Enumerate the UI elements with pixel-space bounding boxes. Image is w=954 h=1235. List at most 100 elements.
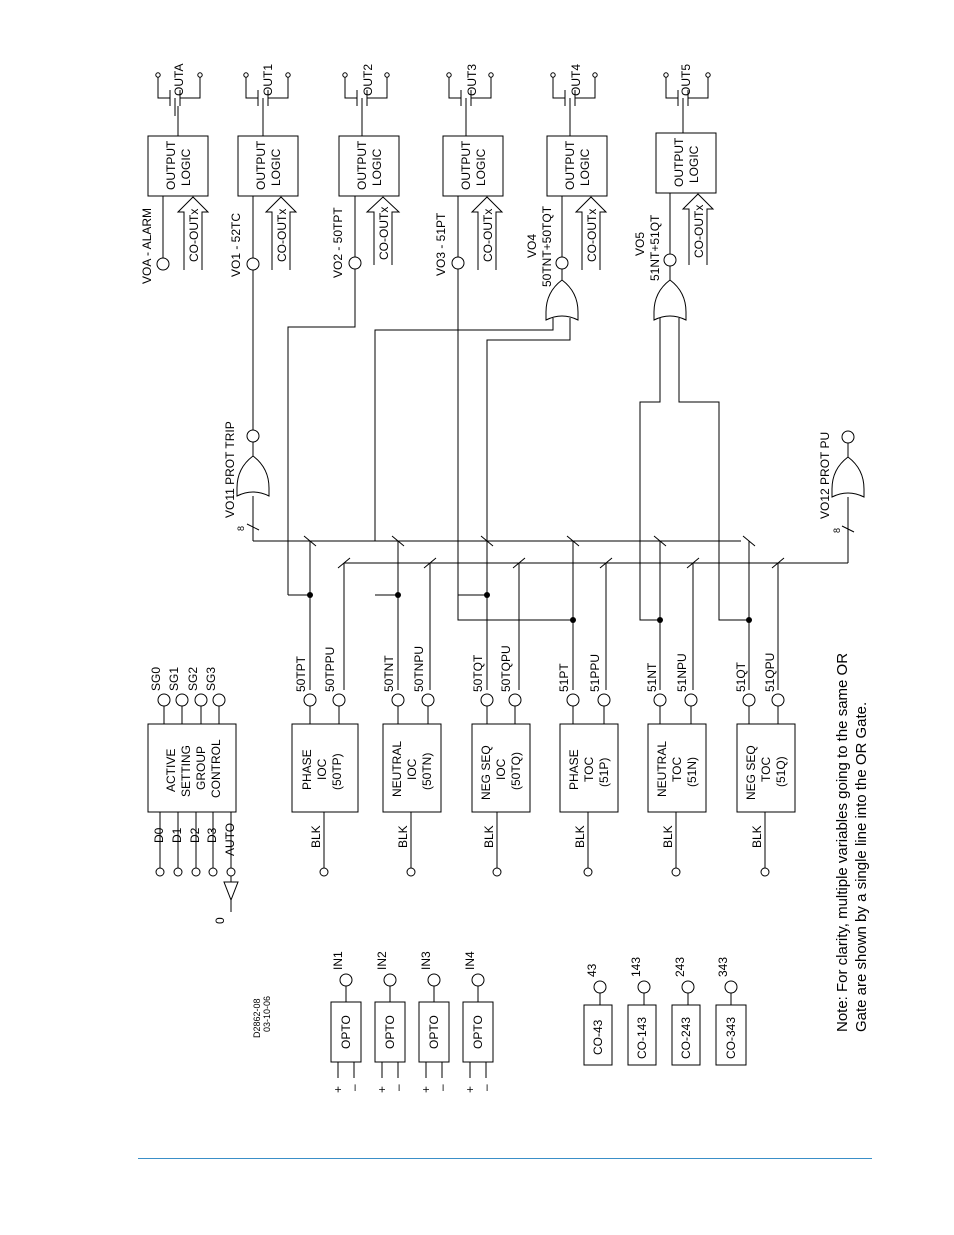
- contact-label: OUT5: [679, 64, 693, 96]
- svg-text:(51P): (51P): [597, 758, 611, 787]
- element-51q: NEG SEQ TOC (51Q) 51QT 51QPU BLK: [734, 653, 796, 877]
- svg-text:+: +: [375, 1086, 389, 1093]
- svg-text:PHASE: PHASE: [567, 749, 581, 790]
- svg-text:–: –: [479, 1084, 493, 1091]
- contact-out1: OUT1: [243, 64, 291, 136]
- svg-text:CO-243: CO-243: [679, 1017, 693, 1059]
- svg-text:LOGIC: LOGIC: [370, 148, 384, 186]
- pickup-label: 50TQPU: [499, 645, 513, 692]
- trip-label: 51NT: [645, 662, 659, 692]
- note-line-2: Gate are shown by a single line into the…: [853, 702, 870, 1032]
- override-out2: CO-OUTx: [365, 196, 401, 265]
- svg-text:–: –: [347, 1084, 361, 1091]
- note-line-1: Note: For clarity, multiple variables go…: [834, 653, 851, 1032]
- gate-label-vo12: VO12 PROT PU: [818, 432, 832, 519]
- switch-signal: 43: [585, 963, 599, 977]
- switch-signal: 143: [629, 957, 643, 977]
- svg-text:NEG SEQ: NEG SEQ: [744, 745, 758, 800]
- or-gate-vo11: 8 VO11 PROT TRIP: [223, 270, 270, 541]
- footer-rule: [138, 1158, 872, 1159]
- svg-text:TOC: TOC: [759, 757, 773, 782]
- signal-vo5: VO5: [633, 232, 647, 256]
- bus-width-vo12: 8: [832, 528, 842, 533]
- drawing-date: 03-10-06: [262, 996, 272, 1032]
- d0-label: D0: [152, 827, 166, 843]
- svg-text:OPTO: OPTO: [427, 1015, 441, 1049]
- switch-co-143: CO-143 143: [627, 957, 657, 1066]
- signal-vo5-expr: 51NT+51QT: [648, 214, 662, 281]
- setting-group-control: ACTIVE SETTING GROUP CONTROL SG0 SG1 SG2…: [147, 667, 239, 924]
- block-label: BLK: [750, 825, 764, 848]
- svg-text:NEG SEQ: NEG SEQ: [479, 745, 493, 800]
- pickup-label: 50TNPU: [412, 646, 426, 692]
- contact-out4: OUT4: [550, 64, 598, 136]
- output-logic-outa: OUTPUT LOGIC: [147, 135, 209, 197]
- element-50tn: NEUTRAL IOC (50TN) 50TNT 50TNPU BLK: [382, 646, 442, 877]
- svg-text:OUTPUT: OUTPUT: [672, 137, 686, 187]
- trip-label: 50TPT: [294, 655, 308, 692]
- svg-text:ACTIVE: ACTIVE: [164, 749, 178, 792]
- override-out4: CO-OUTx: [574, 196, 608, 270]
- contact-label: OUTA: [172, 64, 186, 96]
- trip-label: 50TQT: [471, 654, 485, 692]
- gate-label-vo11: VO11 PROT TRIP: [223, 421, 237, 518]
- svg-text:LOGIC: LOGIC: [687, 145, 701, 183]
- output-contacts: OUTA OUT1 OUT2: [155, 64, 711, 136]
- contact-out3: OUT3: [446, 64, 494, 136]
- svg-text:+: +: [419, 1086, 433, 1093]
- element-50tp: PHASE IOC (50TP) 50TPT 50TPPU BLK: [291, 647, 359, 877]
- opto-inputs: OPTO IN1 + – OPTO IN2 + – OPTO IN3: [330, 951, 494, 1093]
- output-logic-out3: OUTPUT LOGIC: [442, 135, 504, 197]
- pickup-label: 50TPPU: [323, 647, 337, 692]
- svg-text:OPTO: OPTO: [383, 1015, 397, 1049]
- switch-co-243: CO-243 243: [671, 957, 701, 1066]
- contact-out5: OUT5: [663, 64, 711, 133]
- signal-vo1: VO1 - 52TC: [229, 213, 243, 277]
- svg-text:CO-143: CO-143: [635, 1017, 649, 1059]
- element-50tq: NEG SEQ IOC (50TQ) 50TQT 50TQPU BLK: [471, 645, 531, 877]
- input-signal: IN1: [331, 951, 345, 970]
- svg-text:OPTO: OPTO: [339, 1015, 353, 1049]
- svg-text:LOGIC: LOGIC: [179, 148, 193, 186]
- contact-label: OUT1: [261, 64, 275, 96]
- input-signal: IN2: [375, 951, 389, 970]
- svg-text:–: –: [391, 1084, 405, 1091]
- contact-label: OUT3: [465, 64, 479, 96]
- opto-in3: OPTO IN3 + –: [418, 951, 450, 1093]
- or-gate-vo4: [374, 269, 579, 595]
- auto-label: AUTO: [223, 823, 237, 856]
- svg-text:IOC: IOC: [405, 758, 419, 780]
- d3-label: D3: [205, 827, 219, 843]
- protection-elements: PHASE IOC (50TP) 50TPT 50TPPU BLK NEUTRA…: [291, 645, 796, 877]
- svg-text:OUTPUT: OUTPUT: [164, 140, 178, 190]
- override-arrows: CO-OUTx CO-OUTx CO-OUTx CO-OUTx CO-OUTx …: [176, 193, 715, 270]
- svg-text:+: +: [463, 1086, 477, 1093]
- svg-text:TOC: TOC: [582, 757, 596, 782]
- block-label: BLK: [573, 825, 587, 848]
- svg-text:CO-343: CO-343: [724, 1017, 738, 1059]
- svg-text:NEUTRAL: NEUTRAL: [390, 741, 404, 797]
- output-logic-blocks: OUTPUT LOGIC OUTPUT LOGIC OUTPUT LOGIC O…: [147, 132, 717, 197]
- svg-text:(51Q): (51Q): [774, 756, 788, 787]
- output-logic-out4: OUTPUT LOGIC: [546, 135, 608, 197]
- contact-label: OUT2: [361, 64, 375, 96]
- block-label: BLK: [661, 825, 675, 848]
- pickup-label: 51PPU: [588, 654, 602, 692]
- svg-text:CO-43: CO-43: [591, 1019, 605, 1055]
- svg-text:LOGIC: LOGIC: [269, 148, 283, 186]
- switch-signal: 243: [673, 957, 687, 977]
- switch-co-343: CO-343 343: [715, 957, 747, 1066]
- svg-text:IOC: IOC: [315, 758, 329, 780]
- opto-in2: OPTO IN2 + –: [374, 951, 406, 1093]
- block-label: BLK: [482, 825, 496, 848]
- override-out3: CO-OUTx: [470, 196, 504, 270]
- svg-text:OUTPUT: OUTPUT: [459, 140, 473, 190]
- svg-text:CONTROL: CONTROL: [209, 739, 223, 798]
- pickup-label: 51NPU: [675, 653, 689, 692]
- auto-default: 0: [213, 917, 227, 924]
- output-logic-out1: OUTPUT LOGIC: [237, 135, 299, 197]
- override-out1: CO-OUTx: [264, 196, 298, 270]
- sg0-label: SG0: [149, 667, 163, 691]
- trip-label: 50TNT: [382, 655, 396, 692]
- svg-text:CO-OUTx: CO-OUTx: [275, 209, 289, 262]
